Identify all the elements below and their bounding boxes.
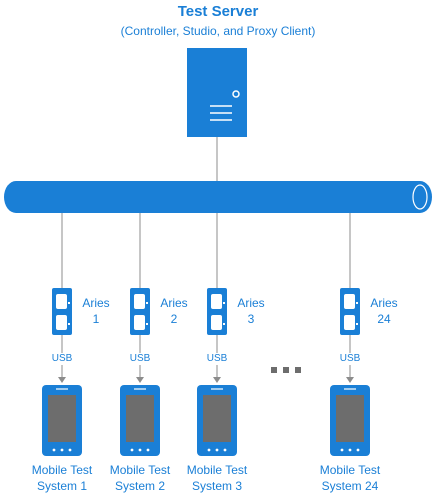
aries-label: Aries (160, 296, 188, 310)
system-name-line1: Mobile Test (186, 463, 248, 477)
system-name-line1: Mobile Test (31, 463, 93, 477)
mobile-phone-icon (120, 385, 160, 456)
usb-label: USB (337, 353, 363, 365)
system-name-line2: System 1 (36, 479, 87, 493)
mobile-phone-icon (197, 385, 237, 456)
system-name-line2: System 2 (114, 479, 165, 493)
ellipsis-dots (271, 367, 301, 373)
server-icon (187, 48, 247, 137)
aries-number: 3 (247, 312, 255, 326)
station-2 (120, 213, 160, 456)
network-bus (4, 181, 432, 213)
usb-arrow-icon (213, 377, 221, 383)
system-name-line2: System 24 (321, 479, 379, 493)
server-title: Test Server (177, 3, 259, 20)
station-4 (330, 213, 370, 456)
usb-arrow-icon (346, 377, 354, 383)
aries-label: Aries (370, 296, 398, 310)
usb-label: USB (127, 353, 153, 365)
aries-number: 1 (92, 312, 100, 326)
aries-label: Aries (237, 296, 265, 310)
aries-module-icon (52, 288, 72, 335)
usb-arrow-icon (58, 377, 66, 383)
system-name-line2: System 3 (191, 479, 242, 493)
aries-module-icon (207, 288, 227, 335)
server-subtitle: (Controller, Studio, and Proxy Client) (120, 24, 316, 38)
usb-label: USB (204, 353, 230, 365)
aries-module-icon (340, 288, 360, 335)
aries-module-icon (130, 288, 150, 335)
aries-label: Aries (82, 296, 110, 310)
station-1 (42, 213, 82, 456)
system-name-line1: Mobile Test (319, 463, 381, 477)
aries-number: 2 (170, 312, 178, 326)
station-3 (197, 213, 237, 456)
aries-number: 24 (377, 312, 391, 326)
mobile-phone-icon (42, 385, 82, 456)
system-name-line1: Mobile Test (109, 463, 171, 477)
usb-label: USB (49, 353, 75, 365)
usb-arrow-icon (136, 377, 144, 383)
mobile-phone-icon (330, 385, 370, 456)
